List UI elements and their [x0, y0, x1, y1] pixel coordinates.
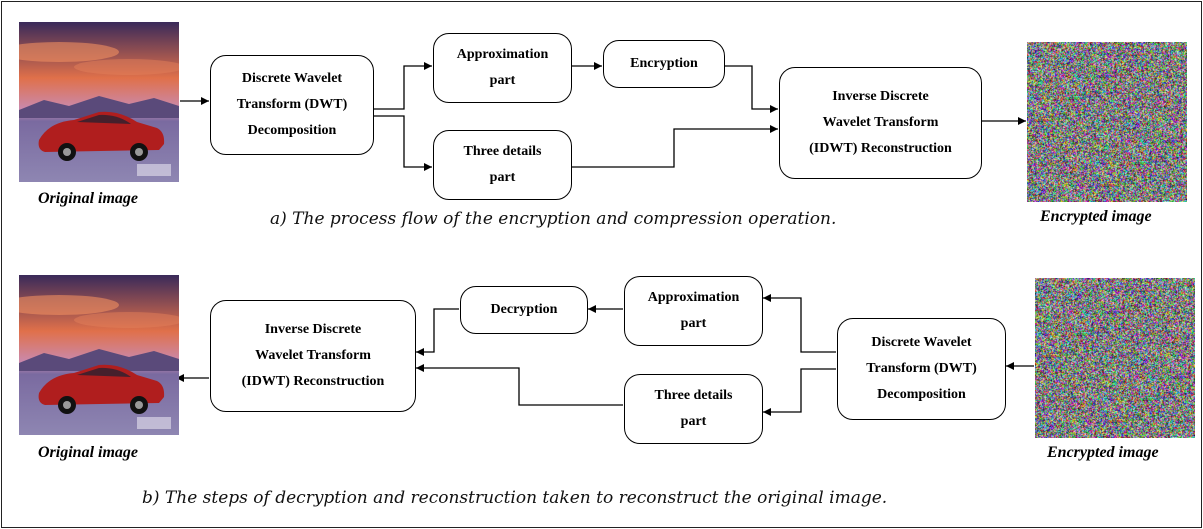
- subtitle-a: a) The process flow of the encryption an…: [270, 209, 837, 229]
- arrow-dwt-to-details-b: [763, 368, 836, 416]
- arrow-decryption-to-idwt: [416, 308, 459, 356]
- dwt-line-3: Decomposition: [247, 123, 337, 138]
- arrow-dwt-to-details: [374, 115, 432, 171]
- arrow-encryption-to-idwt: [725, 65, 778, 113]
- arrow-dwt-to-approx-b: [763, 294, 836, 353]
- encrypted-image-bottom: [1035, 278, 1195, 438]
- encrypted-image-caption-bottom: Encrypted image: [1047, 444, 1159, 461]
- arrow-dwt-to-approx: [374, 62, 432, 110]
- original-image-bottom: [19, 275, 179, 435]
- arrow-details-to-idwt-b: [416, 364, 623, 406]
- encrypted-image-caption-top: Encrypted image: [1040, 208, 1152, 225]
- decryption-box: Decryption: [460, 286, 588, 334]
- encryption-box: Encryption: [603, 40, 725, 88]
- arrow-details-to-idwt: [572, 125, 778, 168]
- original-image-caption-bottom: Original image: [38, 444, 139, 461]
- original-image-caption-top: Original image: [38, 190, 139, 207]
- original-image-top: [19, 22, 179, 182]
- encrypted-image-top: [1027, 42, 1187, 202]
- subtitle-b: b) The steps of decryption and reconstru…: [142, 488, 888, 508]
- dwt-line-2: Transform (DWT): [236, 97, 348, 112]
- dwt-line-1: Discrete Wavelet: [241, 71, 343, 86]
